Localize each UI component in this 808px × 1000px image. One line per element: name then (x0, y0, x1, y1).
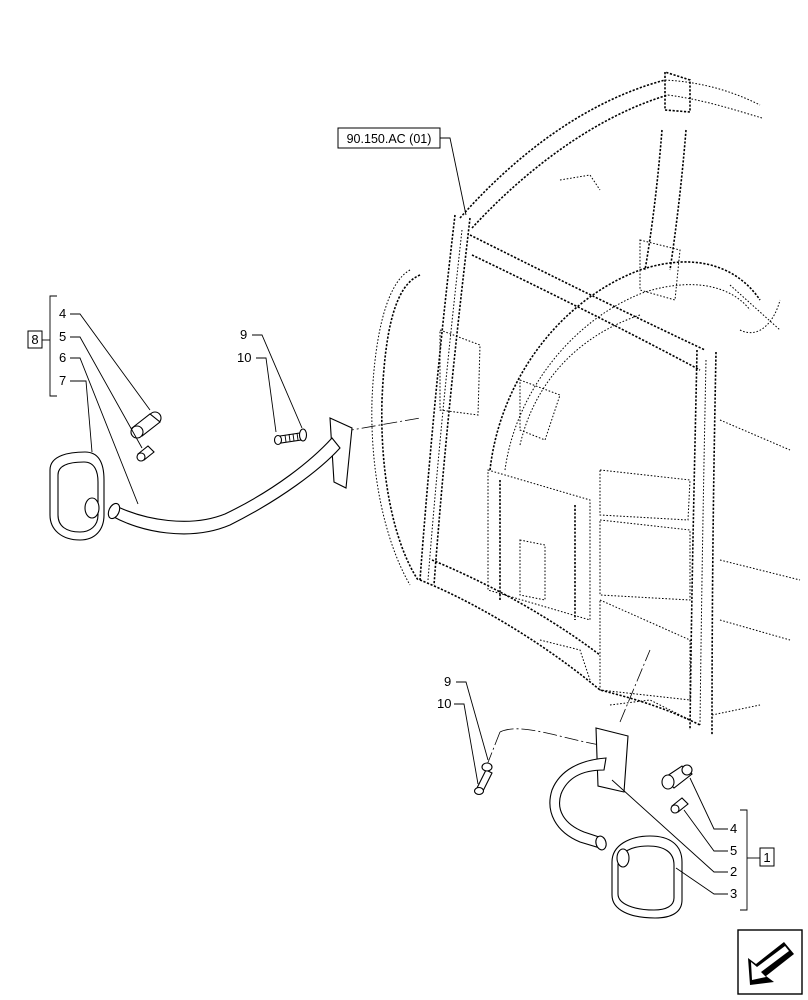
left-mounting-bracket (329, 417, 353, 489)
right-box-label: 1 (763, 850, 770, 865)
right-bulb-large (661, 764, 693, 790)
right-item-label: 3 (730, 886, 737, 901)
left-bulb-large (130, 411, 162, 439)
right-work-lamp (611, 835, 683, 919)
reference-label[interactable]: 90.150.AC (01) (347, 132, 432, 146)
left-callout-group: 8 4 5 6 7 9 10 (27, 295, 303, 505)
right-lamp-assembly (473, 727, 693, 919)
right-callout-group: 9 10 4 5 2 3 1 (437, 674, 775, 911)
left-bulb-small (136, 445, 155, 462)
right-fastener-label: 9 (444, 674, 451, 689)
left-lamp-assembly (49, 411, 353, 541)
left-item-label: 7 (59, 373, 66, 388)
right-bulb-small (670, 797, 689, 814)
left-box-label: 8 (31, 332, 38, 347)
right-washer (481, 762, 493, 772)
left-fastener-label: 9 (240, 327, 247, 342)
left-item-label: 4 (59, 306, 66, 321)
right-item-label: 2 (730, 864, 737, 879)
reference-callout[interactable]: 90.150.AC (01) (337, 127, 467, 216)
left-item-label: 6 (59, 350, 66, 365)
right-fastener-label: 10 (437, 696, 451, 711)
left-item-label: 5 (59, 329, 66, 344)
arrow-icon[interactable] (737, 929, 803, 995)
right-bolt (473, 769, 493, 796)
cab-frame (371, 70, 801, 736)
left-bolt (273, 432, 302, 446)
left-work-lamp (49, 451, 105, 541)
left-fastener-label: 10 (237, 350, 251, 365)
right-item-label: 5 (730, 843, 737, 858)
left-washer (298, 428, 308, 442)
right-item-label: 4 (730, 821, 737, 836)
